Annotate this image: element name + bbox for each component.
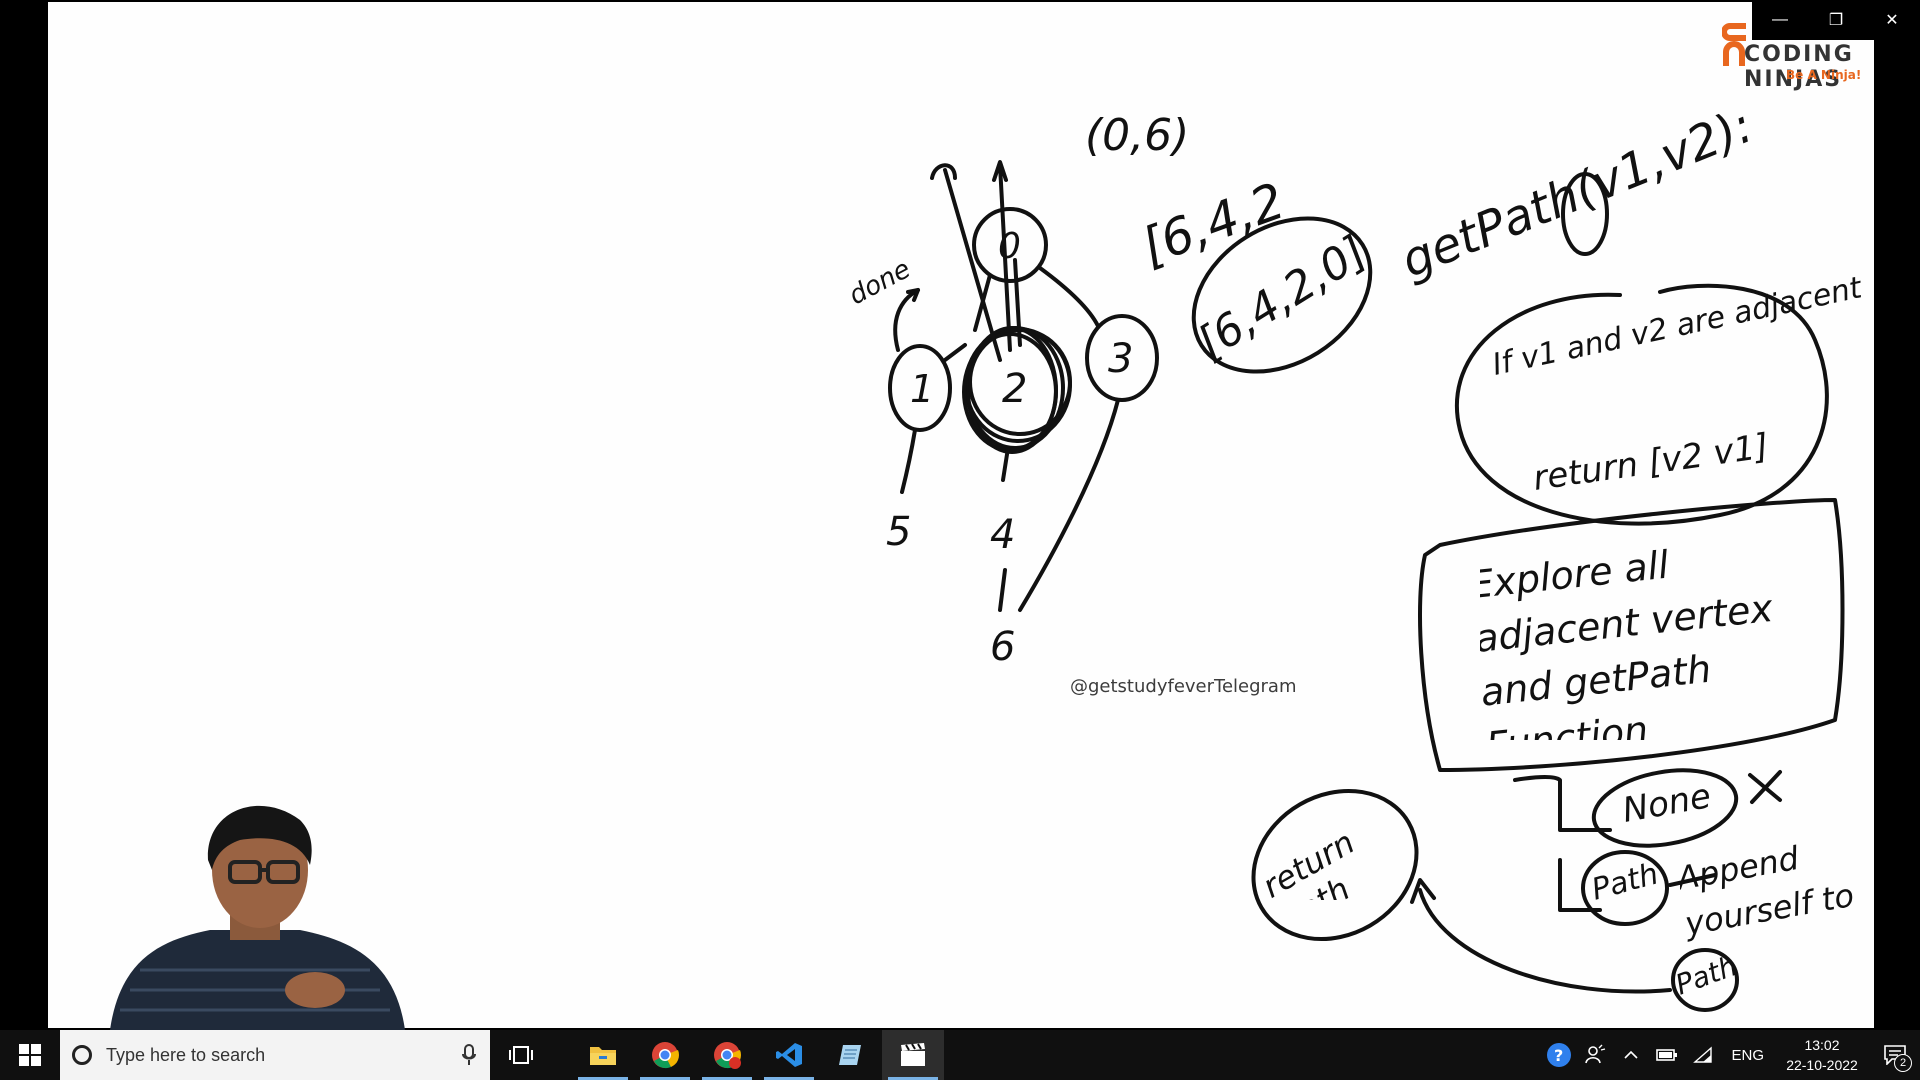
edge-3-6 (1018, 398, 1120, 612)
none-outline (1591, 768, 1739, 848)
start-button[interactable] (0, 1030, 60, 1080)
none-note: None (1620, 776, 1714, 831)
help-icon[interactable]: ? (1541, 1030, 1577, 1080)
arrow-up-2 (998, 163, 1012, 352)
folder-icon (590, 1047, 616, 1065)
edge-1-2 (943, 343, 967, 362)
chevron-up-icon[interactable] (1613, 1030, 1649, 1080)
graph-node-1 (888, 344, 952, 432)
base-case-outline (1454, 283, 1829, 526)
node-label-1: 1 (910, 367, 934, 411)
coding-ninjas-logo: CODING NINJAS Be A Ninja! (1722, 20, 1862, 92)
restore-button[interactable]: ❐ (1828, 12, 1844, 29)
taskbar-chrome[interactable] (634, 1030, 696, 1080)
node-label-0: 0 (998, 226, 1021, 267)
task-view-button[interactable] (490, 1030, 552, 1080)
notification-center-button[interactable]: 2 (1870, 1030, 1920, 1080)
taskbar-vscode[interactable] (758, 1030, 820, 1080)
graph-node-3 (1085, 314, 1159, 402)
clapperboard-icon (901, 1043, 925, 1066)
path-outline (1581, 850, 1669, 926)
clock-date: 22-10-2022 (1786, 1057, 1858, 1073)
return-path-outline (1251, 788, 1419, 942)
clock[interactable]: 13:02 22-10-2022 (1774, 1035, 1870, 1075)
taskbar: Type here to search (0, 1030, 1920, 1080)
task-view-icon (509, 1046, 533, 1064)
node-label-2: 2 (1002, 366, 1027, 412)
search-placeholder: Type here to search (106, 1044, 266, 1065)
edge-4-6 (998, 568, 1007, 612)
window-controls: — ❐ ✕ (1752, 0, 1920, 40)
people-icon[interactable] (1577, 1030, 1613, 1080)
list-top-note: [6,4,2 (1134, 172, 1292, 277)
arrow-up-1 (943, 168, 1002, 362)
append-note-wrap: Append yourself to (1680, 840, 1857, 943)
notification-badge: 2 (1894, 1054, 1912, 1072)
search-icon (72, 1045, 92, 1065)
watermark: @getstudyfeverTelegram (1070, 676, 1297, 697)
func-signature: getPath(v1,v2): (1394, 97, 1761, 289)
bracket-none (1513, 775, 1612, 832)
logo-tagline: Be A Ninja! (1786, 68, 1862, 82)
microphone-icon[interactable] (462, 1044, 476, 1066)
taskbar-notepad[interactable] (820, 1030, 882, 1080)
presenter-image (110, 805, 405, 1030)
edge-0-3 (1038, 266, 1100, 328)
language-indicator[interactable]: ENG (1731, 1046, 1764, 1064)
explore-box-outline (1418, 498, 1845, 772)
clock-time: 13:02 (1804, 1037, 1840, 1053)
taskbar-search[interactable]: Type here to search (60, 1030, 490, 1080)
taskbar-video-player[interactable] (882, 1030, 944, 1080)
minimize-button[interactable]: — (1772, 11, 1788, 28)
arrow-head-1 (930, 163, 957, 180)
none-x-mark (1748, 770, 1782, 804)
edge-2-4 (1001, 446, 1010, 482)
edge-1-5 (900, 428, 917, 494)
wifi-icon[interactable] (1685, 1030, 1721, 1080)
node-label-4: 4 (990, 512, 1015, 558)
chrome-icon (652, 1042, 679, 1069)
curve-arrow (1418, 888, 1672, 994)
done-arrow (893, 288, 920, 352)
return-path-note: return Path (1265, 830, 1361, 900)
taskbar-chrome-profile[interactable] (696, 1030, 758, 1080)
path-bottom-outline (1671, 948, 1739, 1012)
node-label-5: 5 (886, 509, 911, 555)
base-case-return: return [v2 v1] (1531, 426, 1771, 499)
explore-note-wrap: Explore all adjacent vertex and getPath … (1480, 542, 1775, 740)
circled-list-outline (1191, 216, 1373, 374)
notepad-icon (839, 1045, 861, 1065)
logo-wordmark: CODING NINJAS (1744, 42, 1854, 92)
windows-icon (19, 1044, 41, 1066)
battery-icon[interactable] (1649, 1030, 1685, 1080)
system-tray: ? ENG 13:02 22-10-2022 2 (1541, 1030, 1920, 1080)
taskbar-file-explorer[interactable] (572, 1030, 634, 1080)
vscode-icon (776, 1043, 802, 1067)
bracket-path (1558, 858, 1602, 912)
node-label-6: 6 (990, 624, 1015, 670)
explore-note: Explore all adjacent vertex and getPath … (1480, 542, 1775, 740)
close-button[interactable]: ✕ (1885, 12, 1899, 29)
graph-node-0 (972, 207, 1048, 283)
return-path-note-wrap: return Path (1265, 830, 1361, 900)
whiteboard-drawing: (0,6) [6,4,2 [6,4,2,0] getPath(v1,v2): d… (844, 97, 1866, 1012)
node-label-3: 3 (1108, 336, 1133, 382)
chrome-profile-icon (714, 1042, 741, 1069)
video-frame: CODING NINJAS Be A Ninja! (48, 0, 1920, 1030)
arrow-head-2 (992, 160, 1008, 182)
ninja-logo-icon (1722, 23, 1746, 66)
svg-text:?: ? (1554, 1046, 1563, 1065)
coord-note: (0,6) (1085, 110, 1189, 161)
path-note: Path (1588, 857, 1662, 908)
v1-circle (1561, 172, 1609, 256)
append-note: Append yourself to (1680, 840, 1857, 943)
